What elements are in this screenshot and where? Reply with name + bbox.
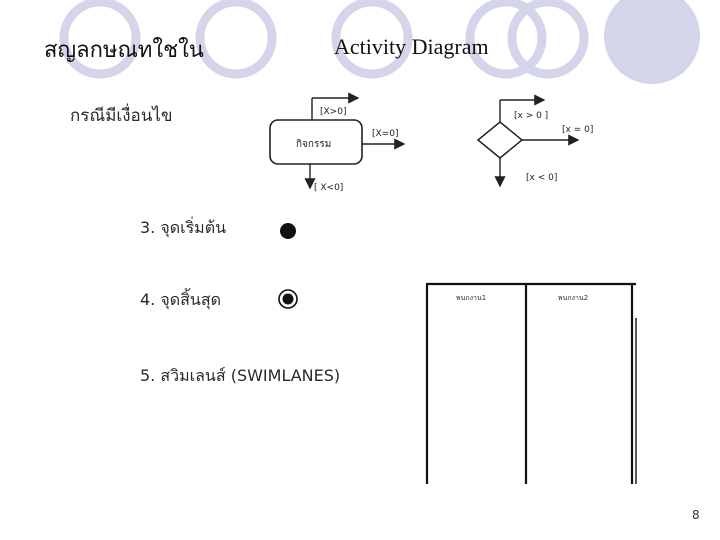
activity-label: กิจกรรม — [296, 139, 331, 150]
swimlane-label: พนกงาน2 — [558, 294, 588, 302]
list-item: 3. จุดเริ่มต้น — [140, 218, 227, 237]
bullseye-icon — [278, 289, 298, 309]
decor-ring — [59, 0, 141, 79]
decision-diagram: [x > 0 ] [x = 0] [x < 0] — [476, 94, 593, 188]
decor-ring — [465, 0, 547, 79]
guard-bottom-label: [ X<0] — [314, 183, 343, 193]
conditional-heading: กรณีมีเงื่อนไข — [70, 106, 173, 126]
slide-title-thai: สญลกษณทใชใน — [44, 38, 204, 63]
list-item: 4. จุดสิ้นสุด — [140, 290, 221, 309]
guard-top-label: [X>0] — [320, 107, 346, 117]
activity-guard-diagram: กิจกรรม [X>0] [X=0] [ X<0] — [269, 92, 406, 193]
decision-right-label: [x = 0] — [562, 125, 593, 135]
slide-title: Activity Diagram — [334, 34, 489, 59]
decor-ring — [195, 0, 277, 79]
activity-node — [269, 119, 363, 165]
guard-right-label: [X=0] — [372, 129, 398, 139]
page-number: 8 — [692, 508, 700, 522]
list-item: 5. สวิมเลนส์ (SWIMLANES) — [140, 366, 341, 385]
decor-disc — [604, 0, 700, 84]
decision-top-label: [x > 0 ] — [514, 111, 548, 121]
filled-circle-icon — [280, 223, 296, 239]
swimlane-label: พนกงาน1 — [456, 294, 486, 302]
decision-bottom-label: [x < 0] — [526, 173, 557, 183]
decor-ring — [331, 0, 413, 79]
decor-ring — [507, 0, 589, 79]
swimlanes-diagram: พนกงาน1 พนกงาน2 — [425, 282, 637, 484]
decision-diamond-icon — [476, 121, 524, 159]
decorative-circles — [59, 0, 700, 84]
